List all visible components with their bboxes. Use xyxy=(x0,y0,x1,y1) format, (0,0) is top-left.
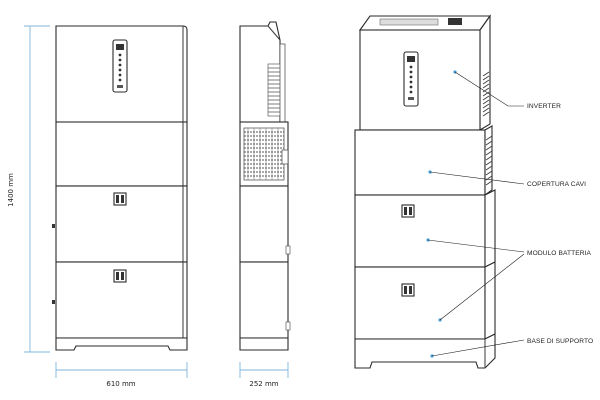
depth-dimension: 252 mm xyxy=(239,362,289,388)
callout-cable-cover-label: COPERTURA CAVI xyxy=(527,181,586,188)
callout-base-label: BASE DI SUPPORTO xyxy=(527,338,593,345)
callout-inverter-label: INVERTER xyxy=(527,103,561,110)
battery-switch-icon xyxy=(401,204,415,218)
battery-switch-icon xyxy=(113,269,127,283)
callout-battery-module-label: MODULO BATTERIA xyxy=(527,250,592,257)
width-dimension-label: 610 mm xyxy=(106,380,135,388)
height-dimension: 1400 mm xyxy=(7,25,50,353)
front-display-panel xyxy=(112,39,128,93)
callouts: INVERTER COPERTURA CAVI MODULO BATTERIA … xyxy=(426,70,593,358)
side-view xyxy=(239,21,291,351)
depth-dimension-label: 252 mm xyxy=(249,380,278,388)
width-dimension: 610 mm xyxy=(55,362,188,388)
battery-switch-icon xyxy=(401,283,415,297)
perspective-view xyxy=(354,14,496,369)
cable-cover-grille xyxy=(243,127,289,181)
front-view xyxy=(52,25,188,351)
perspective-display-panel xyxy=(403,51,419,107)
battery-switch-icon xyxy=(113,192,127,206)
height-dimension-label: 1400 mm xyxy=(7,173,15,207)
